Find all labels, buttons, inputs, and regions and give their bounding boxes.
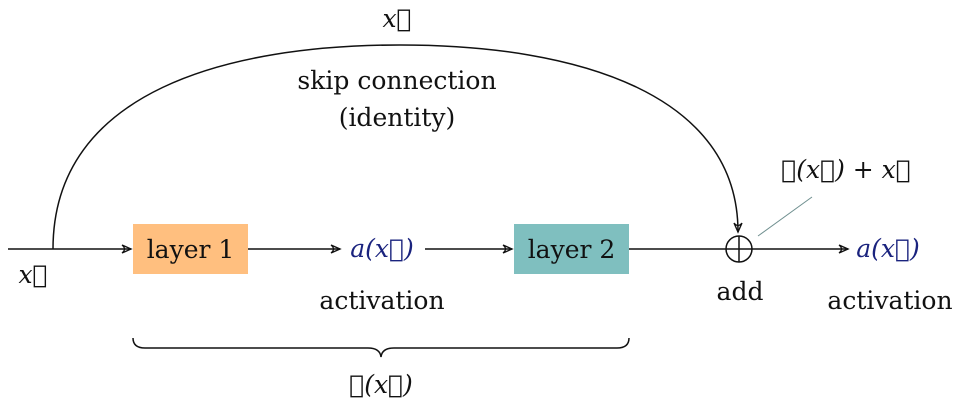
add-node	[725, 235, 753, 263]
layer-1-box: layer 1	[133, 224, 248, 274]
residual-sum-label: 𝓕(x⃗) + x⃗	[781, 155, 911, 184]
brace-function-label: 𝓕(x⃗)	[349, 370, 413, 399]
layer-2-label: layer 2	[527, 234, 616, 264]
layer-2-box: layer 2	[514, 224, 629, 274]
activation-1-caption: activation	[319, 286, 445, 315]
function-brace	[132, 337, 630, 358]
input-x-label: x⃗	[18, 260, 48, 289]
skip-connection-label: skip connection	[297, 66, 497, 95]
layer-1-label: layer 1	[146, 234, 235, 264]
sum-pointer-line	[757, 196, 813, 237]
add-label: add	[716, 277, 764, 306]
skip-x-label: x⃗	[382, 4, 412, 33]
activation-2-caption: activation	[827, 286, 953, 315]
activation-2-value: a(x⃗)	[856, 234, 920, 263]
identity-label: (identity)	[338, 103, 456, 132]
skip-connection-arc	[52, 44, 743, 250]
activation-1-value: a(x⃗)	[350, 234, 414, 263]
